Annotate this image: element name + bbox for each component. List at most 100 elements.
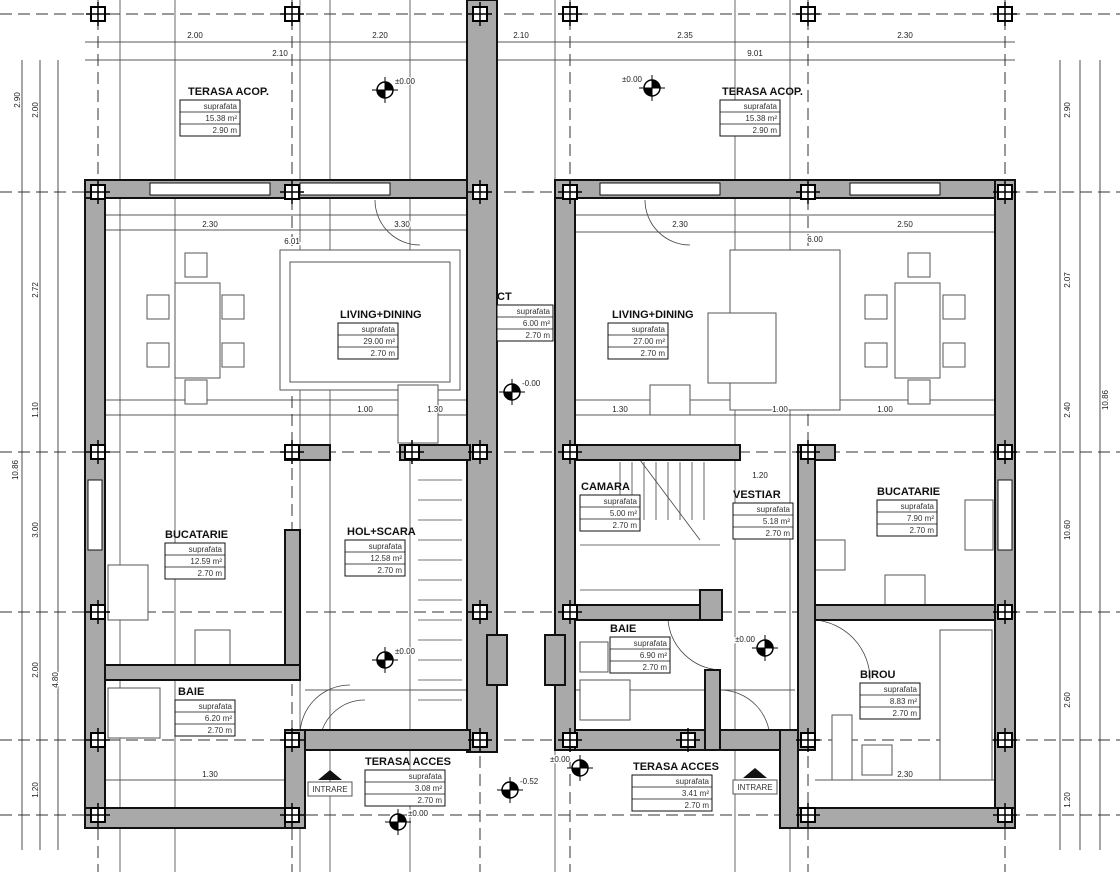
dimension-label: 2.72 <box>31 282 40 298</box>
dimension-label: 6.01 <box>284 237 300 246</box>
stove <box>884 574 926 606</box>
room-table-header: suprafata <box>744 102 778 111</box>
shower <box>107 687 161 739</box>
room-table-header: suprafata <box>204 102 238 111</box>
column-marker <box>86 440 110 464</box>
room-table-header: suprafata <box>632 325 666 334</box>
chair <box>184 379 208 405</box>
column-marker <box>280 803 304 827</box>
wall <box>284 729 471 751</box>
room-area: 5.18 m² <box>763 517 790 526</box>
level-marker-icon: -0.00 <box>499 378 542 405</box>
room-area: 12.59 m² <box>190 557 222 566</box>
room-table-header: suprafata <box>634 639 668 648</box>
column-marker <box>468 728 492 752</box>
column-marker <box>796 2 820 26</box>
room-area: 3.41 m² <box>682 789 709 798</box>
entrance-label: INTRARE <box>312 785 347 794</box>
column-marker <box>558 180 582 204</box>
room-table <box>631 774 713 812</box>
room-height: 2.70 m <box>526 331 551 340</box>
wall <box>814 604 996 621</box>
column-marker <box>993 180 1017 204</box>
column-marker <box>558 728 582 752</box>
column-marker <box>280 728 304 752</box>
walls <box>84 0 1016 829</box>
column-marker <box>558 2 582 26</box>
desk <box>831 714 853 781</box>
level-marker-icon: -0.52 <box>497 776 540 803</box>
dimension-label: 2.30 <box>202 220 218 229</box>
sofa-bed <box>939 629 993 781</box>
room-name: TERASA ACCES <box>365 756 451 768</box>
dimension-label: 3.00 <box>31 522 40 538</box>
room-table <box>732 502 794 540</box>
dimension-label: 2.00 <box>187 31 203 40</box>
chair <box>864 294 888 320</box>
entrance-arrow-icon <box>743 768 767 778</box>
room-table <box>859 682 921 720</box>
wall <box>797 444 816 751</box>
room-table <box>609 636 671 674</box>
wall <box>574 444 741 461</box>
dining-table <box>894 282 941 379</box>
wall <box>84 179 471 199</box>
wall <box>794 807 1016 829</box>
stair-line <box>580 459 720 591</box>
desk-chair <box>861 744 893 776</box>
column-marker <box>280 180 304 204</box>
room-name: CAMARA <box>581 481 630 493</box>
room-table-header: suprafata <box>676 777 710 786</box>
room-height: 2.70 m <box>643 663 668 672</box>
entrance-arrow-icon <box>318 770 342 780</box>
room-table-header: suprafata <box>757 505 791 514</box>
dimension-label: 2.30 <box>672 220 688 229</box>
dimension-label: 2.60 <box>1063 692 1072 708</box>
room-table-header: suprafata <box>884 685 918 694</box>
column-marker <box>796 728 820 752</box>
room-area: 5.00 m² <box>610 509 637 518</box>
cabinet <box>649 384 691 416</box>
room-area: 8.83 m² <box>890 697 917 706</box>
dimension-label: 2.30 <box>897 770 913 779</box>
chair <box>146 342 170 368</box>
column-marker <box>400 440 424 464</box>
level-value: ±0.00 <box>395 77 416 86</box>
room-area: 29.00 m² <box>363 337 395 346</box>
column-marker <box>796 440 820 464</box>
room-area: 27.00 m² <box>633 337 665 346</box>
dimension-label: 1.20 <box>1063 792 1072 808</box>
wall <box>574 604 721 621</box>
dimension-label: 2.30 <box>897 31 913 40</box>
dimension-label: 1.30 <box>612 405 628 414</box>
door-swing <box>299 684 351 736</box>
column-marker <box>86 600 110 624</box>
wall <box>104 664 301 681</box>
dimension-label: 2.07 <box>1063 272 1072 288</box>
window <box>997 479 1013 551</box>
room-table-header: suprafata <box>199 702 233 711</box>
door-swing <box>667 619 721 671</box>
room-height: 2.70 m <box>208 726 233 735</box>
room-height: 2.70 m <box>910 526 935 535</box>
sink-counter <box>107 564 149 621</box>
room-name: LIVING+DINING <box>340 309 422 321</box>
dimension-label: 1.00 <box>357 405 373 414</box>
room-table <box>174 699 236 737</box>
room-table <box>607 322 669 360</box>
dimension-label: 2.00 <box>31 662 40 678</box>
wall <box>779 729 799 829</box>
dimension-label: 1.30 <box>202 770 218 779</box>
wall <box>544 634 566 686</box>
wall <box>284 729 306 829</box>
column-marker <box>86 803 110 827</box>
dimension-label: 6.00 <box>807 235 823 244</box>
window <box>299 182 391 196</box>
counter <box>964 499 994 551</box>
column-marker <box>468 180 492 204</box>
